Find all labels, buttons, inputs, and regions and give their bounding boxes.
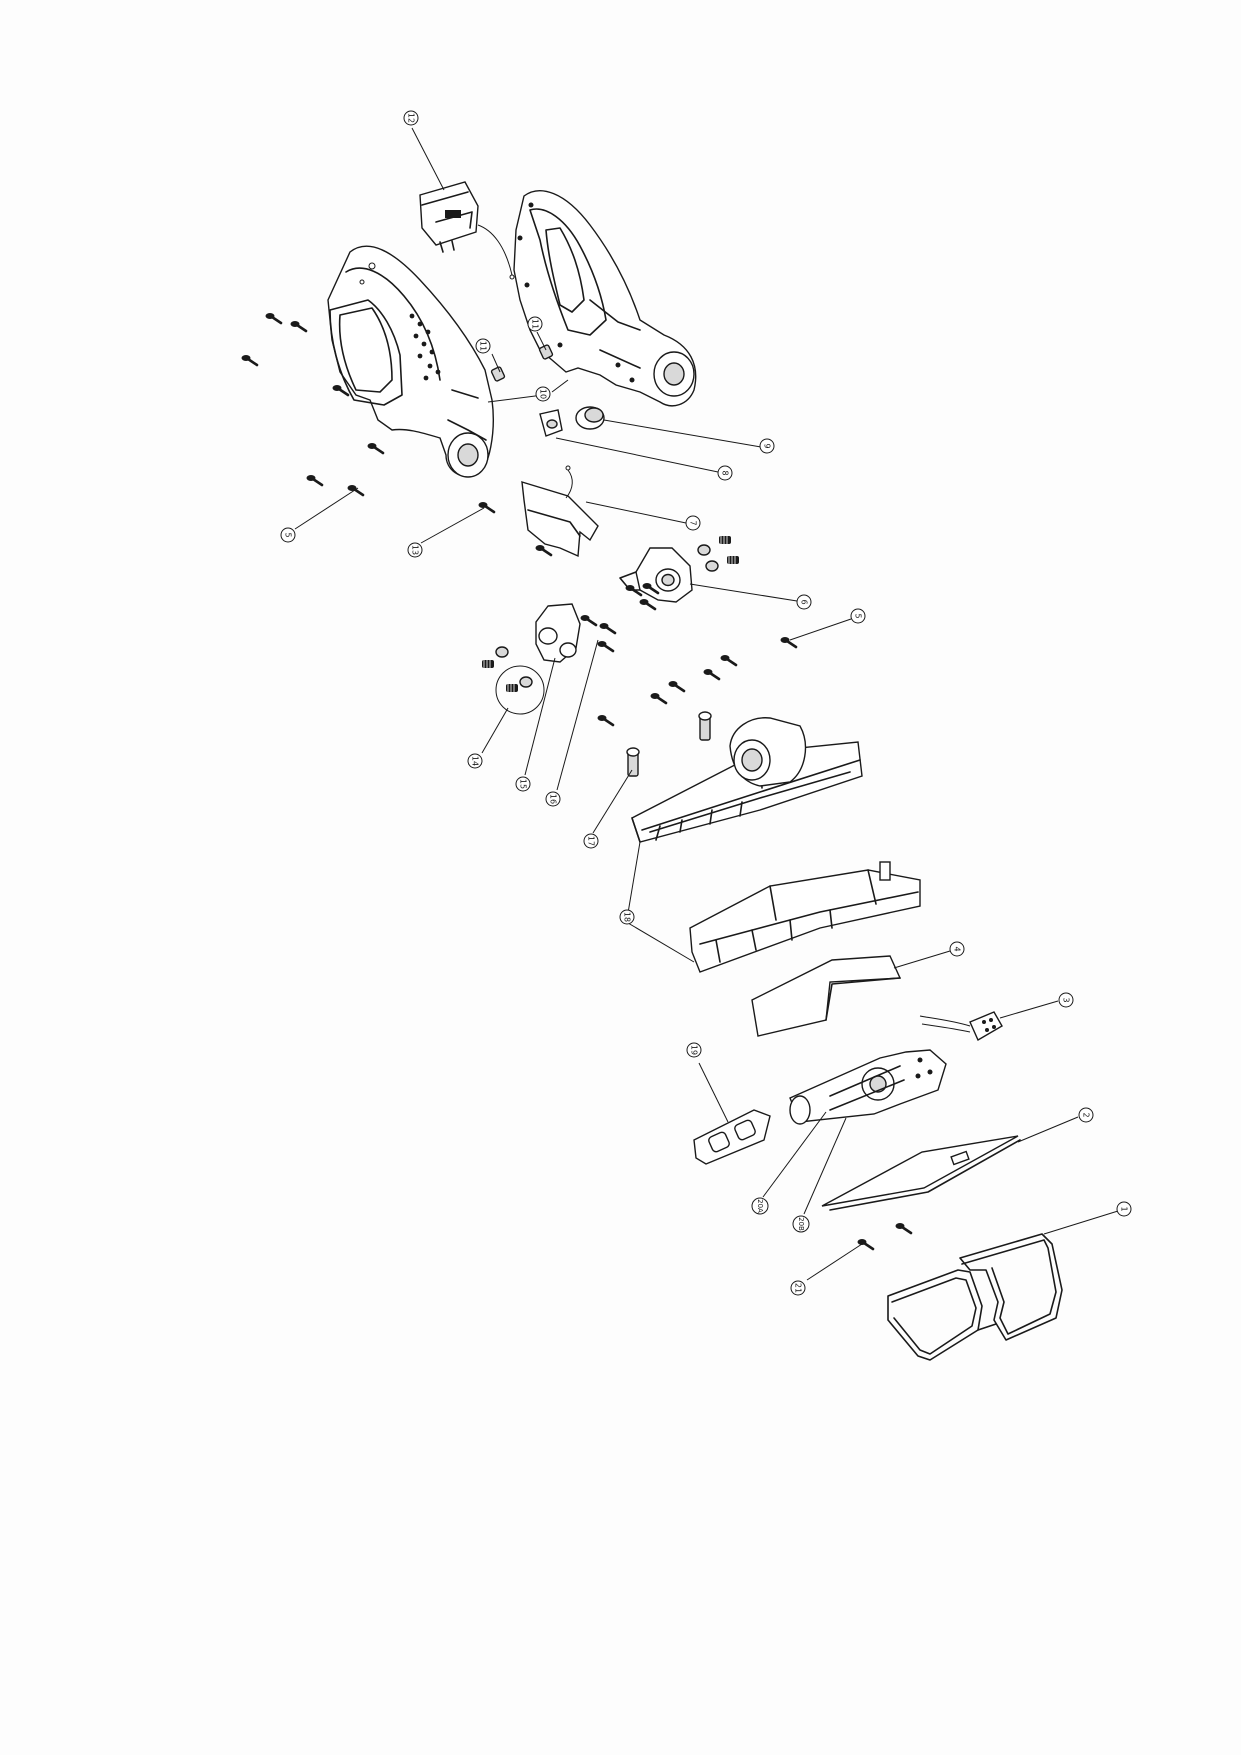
svg-text:20B: 20B xyxy=(797,1217,805,1231)
svg-text:3: 3 xyxy=(1062,997,1071,1002)
svg-text:10: 10 xyxy=(539,389,548,399)
svg-text:14: 14 xyxy=(471,756,480,766)
part-8-bracket xyxy=(539,409,563,437)
part-3-connector xyxy=(919,1011,1003,1041)
part-11-pin-left xyxy=(490,366,506,382)
svg-text:18: 18 xyxy=(623,912,632,922)
callout-11-right: 11 xyxy=(527,316,543,332)
svg-text:8: 8 xyxy=(721,470,730,475)
svg-text:13: 13 xyxy=(411,545,420,555)
part-7-cover-plate xyxy=(521,465,599,558)
callout-19: 19 xyxy=(686,1042,702,1058)
part-1-wire-frame xyxy=(887,1233,1063,1361)
leader-lines xyxy=(294,127,1119,1281)
svg-text:19: 19 xyxy=(690,1045,699,1055)
callout-18: 18 xyxy=(619,909,635,925)
part-18-base-lower xyxy=(689,861,921,973)
part-4-shield xyxy=(751,955,902,1037)
part-17-bolts xyxy=(626,711,712,777)
part-6-gear-plate xyxy=(619,535,740,611)
svg-text:20A: 20A xyxy=(756,1199,764,1213)
callout-12: 12 xyxy=(403,110,419,126)
callout-17: 17 xyxy=(583,833,599,849)
callout-9: 9 xyxy=(759,438,775,454)
callout-20b: 20B xyxy=(792,1215,810,1233)
part-20-motor xyxy=(789,1049,947,1125)
svg-text:4: 4 xyxy=(953,946,962,951)
part-18-base-upper xyxy=(631,717,863,843)
callout-3: 3 xyxy=(1058,992,1074,1008)
part-19-switch-housing xyxy=(693,1109,771,1165)
callout-6: 6 xyxy=(796,594,812,610)
svg-text:12: 12 xyxy=(407,113,416,123)
svg-text:7: 7 xyxy=(689,520,698,525)
svg-text:1: 1 xyxy=(1120,1206,1129,1211)
callout-21: 21 xyxy=(790,1280,806,1296)
part-14-spring-set xyxy=(481,646,545,715)
svg-text:5: 5 xyxy=(854,613,863,618)
svg-text:21: 21 xyxy=(794,1283,803,1293)
svg-text:6: 6 xyxy=(800,599,809,604)
callout-2: 2 xyxy=(1078,1107,1094,1123)
callout-14: 14 xyxy=(467,753,483,769)
part-9-bushing xyxy=(575,406,605,430)
svg-text:17: 17 xyxy=(587,836,596,846)
callout-8: 8 xyxy=(717,465,733,481)
callout-5-upper: 5 xyxy=(280,527,296,543)
part-11-pin-right xyxy=(538,344,554,360)
callout-11-left: 11 xyxy=(475,338,491,354)
svg-text:15: 15 xyxy=(519,779,528,789)
callout-13: 13 xyxy=(407,542,423,558)
svg-text:5: 5 xyxy=(284,532,293,537)
part-21-screws xyxy=(856,1221,913,1251)
callout-16: 16 xyxy=(545,791,561,807)
svg-text:9: 9 xyxy=(763,443,772,448)
callout-1: 1 xyxy=(1116,1201,1132,1217)
callout-7: 7 xyxy=(685,515,701,531)
svg-text:11: 11 xyxy=(479,341,488,351)
callout-15: 15 xyxy=(515,776,531,792)
part-10-housing-right xyxy=(513,190,697,407)
part-15-gear-plate xyxy=(535,603,617,663)
callout-4: 4 xyxy=(949,941,965,957)
screws-group-middle xyxy=(596,635,798,727)
callout-10: 10 xyxy=(535,386,551,402)
svg-text:11: 11 xyxy=(531,319,540,329)
callout-20a: 20A xyxy=(751,1197,769,1215)
part-12-switch-block xyxy=(419,181,515,280)
svg-text:16: 16 xyxy=(549,794,558,804)
callout-5-lower: 5 xyxy=(850,608,866,624)
part-2-base-plate xyxy=(821,1135,1021,1211)
svg-text:2: 2 xyxy=(1082,1112,1091,1117)
part-10-housing-left xyxy=(327,245,494,478)
